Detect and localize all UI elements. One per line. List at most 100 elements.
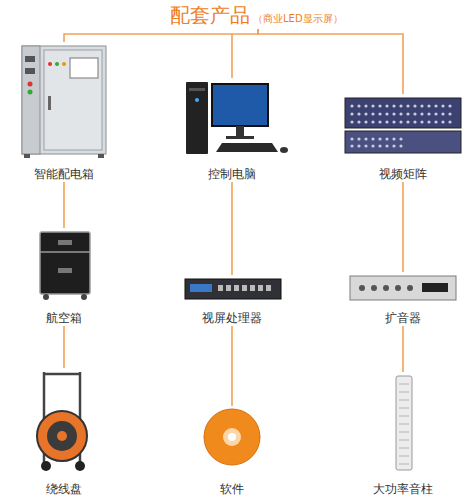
product-caption: 大功率音柱	[371, 481, 435, 497]
flight-case-picture	[81, 294, 87, 300]
video-matrix-picture	[371, 144, 374, 147]
column-speaker-picture	[399, 392, 409, 393]
connector-line	[231, 34, 233, 78]
product-caption: 视频矩阵	[377, 166, 429, 182]
cabinet-picture	[24, 154, 30, 158]
video-matrix-picture	[392, 144, 395, 147]
cabinet-picture	[22, 46, 106, 154]
column-speaker-picture	[399, 408, 409, 409]
amplifier-picture	[359, 285, 365, 291]
connector-line	[231, 326, 233, 406]
flight-case-picture	[58, 240, 72, 245]
product-node: 软件	[202, 406, 262, 497]
video-matrix-picture	[441, 104, 444, 107]
video-matrix-picture	[371, 137, 374, 140]
video-processor-picture	[218, 285, 271, 291]
column-speaker-picture	[399, 416, 409, 417]
product-node: 视频矩阵	[343, 94, 463, 182]
video-matrix-picture	[357, 112, 360, 115]
computer-picture	[236, 126, 244, 136]
video-matrix-picture	[345, 98, 461, 128]
video-matrix-picture	[399, 137, 402, 140]
software-disc-picture	[204, 409, 260, 465]
video-matrix-picture	[413, 120, 416, 123]
product-node: 绕线盘	[34, 368, 94, 497]
product-node: 扩音器	[348, 272, 458, 326]
column-speaker-picture	[399, 432, 409, 433]
computer-picture	[186, 82, 208, 154]
cabinet-picture	[28, 82, 33, 87]
heading-node: 配套产品（商业LED显示屏）	[168, 3, 348, 29]
column-speaker-picture	[399, 400, 409, 401]
cabinet-picture	[62, 62, 66, 66]
video-matrix-picture	[420, 120, 423, 123]
video-matrix-picture	[350, 120, 353, 123]
cabinet-picture	[70, 58, 98, 78]
cabinet-picture	[25, 56, 35, 62]
video-matrix-picture	[399, 112, 402, 115]
video-matrix-picture	[448, 104, 451, 107]
cabinet-picture	[44, 50, 102, 150]
cabinet-picture	[55, 62, 59, 66]
video-matrix-picture	[385, 120, 388, 123]
video-matrix-picture	[371, 120, 374, 123]
computer-picture	[212, 84, 268, 126]
column-speaker-picture	[399, 456, 409, 457]
product-caption: 扩音器	[383, 310, 423, 326]
video-matrix-picture	[399, 104, 402, 107]
video-processor-picture	[250, 285, 255, 291]
amplifier-picture	[383, 285, 389, 291]
connector-line	[63, 182, 65, 228]
video-matrix-picture	[378, 144, 381, 147]
video-matrix-picture	[434, 112, 437, 115]
connector-line	[258, 29, 403, 94]
product-node: 航空箱	[36, 228, 92, 326]
product-caption: 航空箱	[44, 310, 84, 326]
video-matrix-picture	[392, 137, 395, 140]
video-matrix-picture	[378, 137, 381, 140]
video-matrix-picture	[392, 112, 395, 115]
video-matrix-picture	[441, 112, 444, 115]
product-node: 大功率音柱	[367, 372, 439, 497]
video-matrix-picture	[385, 144, 388, 147]
video-matrix-picture	[364, 120, 367, 123]
video-processor-picture	[234, 285, 239, 291]
video-matrix-picture	[345, 98, 461, 153]
video-matrix-picture	[378, 104, 381, 107]
video-matrix-picture	[406, 104, 409, 107]
video-processor-picture	[266, 285, 271, 291]
video-matrix-picture	[392, 104, 395, 107]
video-matrix-picture	[350, 112, 353, 115]
column-speaker-picture	[399, 440, 409, 441]
cable-reel-picture	[37, 372, 87, 471]
video-matrix-picture	[357, 120, 360, 123]
cabinet-picture	[25, 68, 35, 74]
video-matrix-picture	[350, 144, 353, 147]
video-matrix-picture	[413, 112, 416, 115]
flight-case-picture	[40, 232, 90, 294]
flight-case-picture	[43, 294, 49, 300]
video-matrix-picture	[357, 137, 360, 140]
product-caption: 智能配电箱	[32, 166, 96, 182]
connector-line	[402, 326, 404, 372]
video-matrix-picture	[364, 112, 367, 115]
computer-picture	[216, 143, 278, 152]
video-matrix-picture	[420, 104, 423, 107]
connector-line	[402, 182, 404, 272]
cabinet-picture	[22, 46, 106, 158]
cabinet-picture	[48, 62, 52, 66]
cable-reel-picture	[37, 411, 87, 461]
amplifier-picture	[350, 276, 456, 300]
video-matrix-picture	[427, 120, 430, 123]
product-node: 智能配电箱	[18, 42, 110, 182]
video-matrix-picture	[350, 104, 451, 147]
computer-picture	[280, 147, 288, 153]
video-matrix-picture	[385, 104, 388, 107]
diagram-subtitle: （商业LED显示屏）	[253, 12, 343, 26]
video-matrix-picture	[434, 120, 437, 123]
video-processor-picture	[185, 279, 281, 299]
video-matrix-picture	[399, 120, 402, 123]
amplifier-picture	[350, 276, 456, 300]
software-disc-picture	[228, 433, 236, 441]
